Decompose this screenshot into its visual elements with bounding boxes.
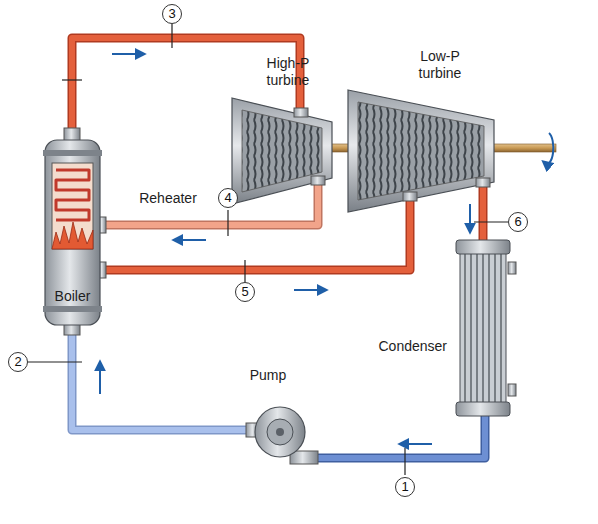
high-p-turbine: [232, 98, 332, 204]
flow-arrows: [100, 54, 470, 444]
pipe-core: [298, 410, 485, 458]
state-number: 1: [395, 477, 415, 497]
component-label: Low-P turbine: [405, 48, 475, 82]
pipe-core: [94, 199, 410, 270]
low-p-turbine: [348, 90, 494, 212]
steam-pipe: [298, 410, 485, 458]
pump-node: Pump: [240, 392, 320, 467]
pipe-core: [72, 325, 252, 430]
pump-casing: [246, 407, 318, 464]
steam-pipe: [94, 199, 410, 270]
state-number: 3: [162, 4, 182, 24]
steam-pipe: [72, 325, 252, 430]
state-ticks: [28, 24, 508, 475]
steam-pipe: [483, 185, 484, 248]
turbine-node: Low-P turbine: [345, 88, 495, 213]
component-label: Condenser: [379, 338, 448, 355]
condenser-shell: [456, 240, 516, 416]
state-number: 5: [235, 282, 255, 302]
part-label: Reheater: [137, 190, 199, 206]
pipe-wall: [72, 325, 252, 430]
component-label: Pump: [250, 367, 287, 384]
state-number: 2: [8, 352, 28, 372]
turbine-node: High-P turbine: [228, 95, 332, 207]
pipe-wall: [298, 410, 485, 458]
boiler-node: Boiler: [45, 130, 100, 335]
state-number: 6: [508, 212, 528, 232]
pipe-core: [480, 185, 486, 248]
component-label: High-P turbine: [253, 55, 323, 89]
state-number: 4: [218, 188, 238, 208]
pipe-wall: [94, 199, 410, 270]
component-label: Boiler: [55, 288, 91, 305]
rotation-arrow: [545, 133, 553, 164]
pipe-wall: [479, 185, 488, 248]
boiler-vessel: [43, 128, 106, 335]
condenser-node: Condenser: [455, 238, 510, 418]
